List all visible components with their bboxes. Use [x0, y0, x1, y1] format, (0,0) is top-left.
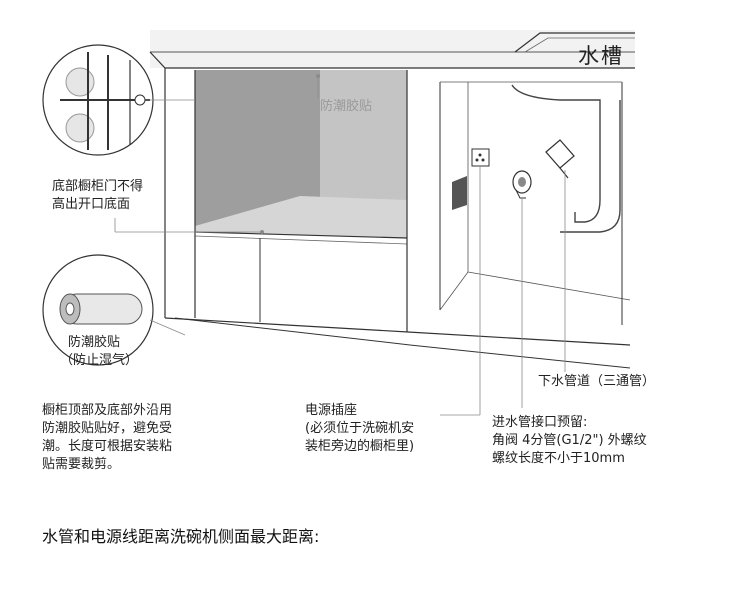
- sink-cabinet-floor: [439, 271, 469, 311]
- socket-line2: (必须位于洗碗机安: [305, 421, 415, 436]
- socket-line3: 装柜旁边的橱柜里): [305, 439, 415, 454]
- moisture-tape-top-label: 防潮胶贴: [320, 99, 373, 114]
- tape-circle-line1: 防潮胶贴: [68, 335, 121, 350]
- tape-circle-line2: （防止湿气）: [60, 353, 139, 368]
- niche-floor-front-2: [194, 235, 408, 245]
- countertop-band: [150, 30, 635, 68]
- drain-pipe-label: 下水管道（三通管）: [538, 374, 656, 389]
- inlet-line2: 角阀 4分管(G1/2") 外螺纹: [492, 433, 647, 448]
- sink-cabinet-floor-2: [467, 271, 631, 301]
- drain-tee: [545, 139, 575, 169]
- tape-roll-icon: [59, 293, 143, 325]
- cabinet-bottom: [164, 317, 409, 333]
- section-heading: 水管和电源线距离洗碗机侧面最大距离:: [42, 527, 320, 546]
- power-socket: [471, 148, 490, 167]
- door-rule-line2: 高出开口底面: [52, 197, 131, 212]
- tape-note-line4: 贴需要裁剪。: [42, 457, 121, 472]
- sink-label: 水槽: [578, 44, 624, 68]
- niche-floor: [195, 196, 407, 238]
- socket-line1: 电源插座: [305, 403, 358, 418]
- tape-note-line3: 潮。长度可根据安装粘: [42, 439, 173, 454]
- door-rule-line1: 底部橱柜门不得: [52, 179, 144, 194]
- floor-line: [407, 331, 631, 346]
- inlet-line3: 螺纹长度不小于10mm: [492, 451, 625, 466]
- tape-note-line1: 橱柜顶部及底部外沿用: [42, 403, 173, 418]
- sink-rim: [524, 37, 635, 53]
- inlet-line1: 进水管接口预留:: [492, 415, 588, 430]
- drain-pipe: [511, 84, 601, 223]
- floor-line-2: [409, 344, 631, 369]
- leader-tape-circle: [149, 319, 186, 336]
- niche-floor-front: [194, 231, 408, 239]
- tape-note-line2: 防潮胶贴贴好，避免受: [42, 421, 173, 436]
- back-slot: [452, 176, 467, 210]
- plinth-line: [174, 317, 411, 346]
- sink-basin: [514, 32, 635, 53]
- niche-right-wall: [320, 70, 407, 232]
